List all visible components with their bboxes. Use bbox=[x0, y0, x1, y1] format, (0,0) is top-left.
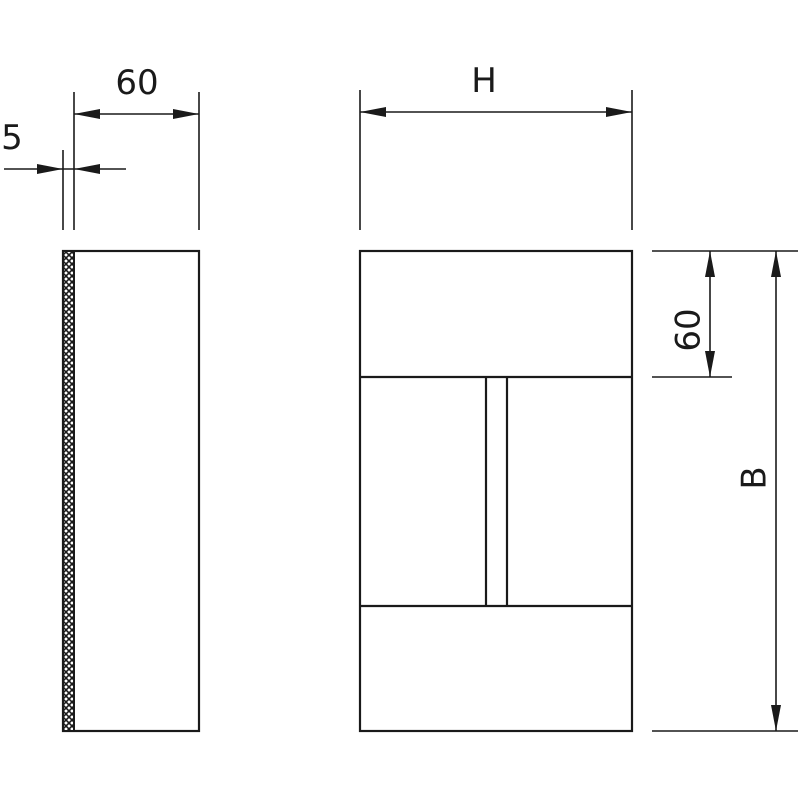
side-view-body bbox=[61, 249, 201, 733]
front-height-label: H bbox=[471, 61, 497, 101]
front-overall-arrow-bottom bbox=[771, 705, 781, 731]
front-height-arrow-left bbox=[360, 107, 386, 117]
front-view: H 60 B bbox=[358, 61, 798, 733]
front-view-body bbox=[358, 249, 634, 733]
side-view: 60 5 bbox=[1, 63, 201, 733]
front-overall-label: B bbox=[735, 466, 775, 489]
side-thickness-label: 5 bbox=[1, 118, 23, 158]
side-width-arrow-left bbox=[74, 109, 100, 119]
front-height-arrow-right bbox=[606, 107, 632, 117]
side-thickness-arrow-right bbox=[74, 164, 100, 174]
front-section-label: 60 bbox=[669, 308, 709, 351]
side-width-arrow-right bbox=[173, 109, 199, 119]
side-view-hatched-strip bbox=[62, 250, 75, 732]
side-thickness-arrow-left bbox=[37, 164, 63, 174]
side-width-label: 60 bbox=[115, 63, 158, 103]
front-overall-arrow-top bbox=[771, 251, 781, 277]
front-section-arrow-bottom bbox=[705, 351, 715, 377]
front-section-arrow-top bbox=[705, 251, 715, 277]
